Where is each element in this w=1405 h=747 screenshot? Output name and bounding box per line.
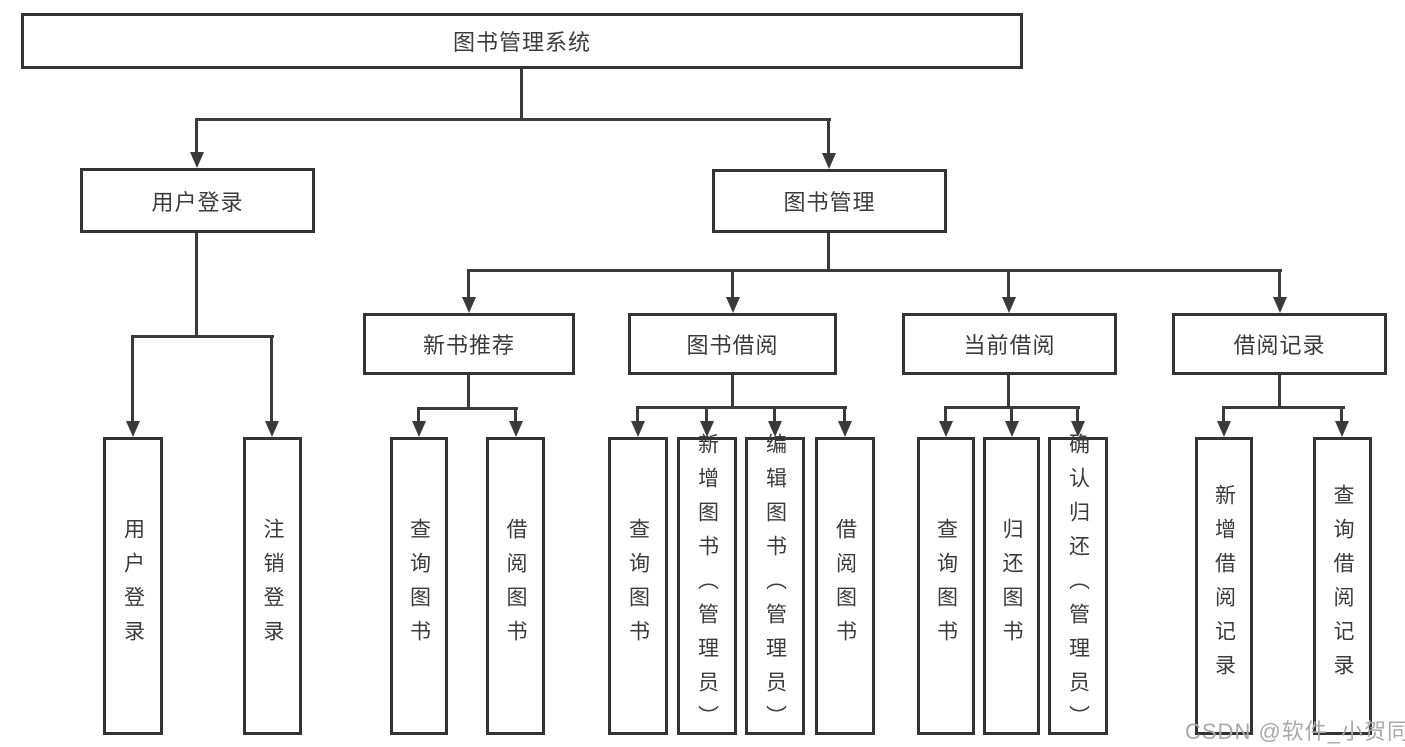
node-new-books: 新书推荐 (363, 313, 575, 375)
arrow-down-icon (509, 421, 523, 437)
connector-line (1222, 406, 1225, 423)
connector-line (1010, 406, 1013, 423)
leaf-borrow-borrow-label: 借阅图书 (833, 518, 857, 654)
connector-line (636, 406, 639, 423)
connector-line (417, 407, 420, 423)
arrow-down-icon (822, 153, 836, 169)
connector-line (1007, 375, 1010, 408)
connector-line (131, 335, 274, 338)
arrow-down-icon (462, 297, 476, 313)
node-book-mgmt: 图书管理 (712, 169, 947, 233)
leaf-current-query-label: 查询图书 (934, 518, 958, 654)
leaf-borrow-query-label: 查询图书 (626, 518, 650, 654)
node-borrow-records: 借阅记录 (1172, 313, 1387, 375)
leaf-records-query-label: 查询借阅记录 (1331, 484, 1354, 688)
arrow-down-icon (1002, 297, 1016, 313)
connector-line (827, 118, 830, 155)
connector-line (773, 406, 776, 423)
connector-line (467, 269, 1282, 272)
connector-line (636, 406, 847, 409)
leaf-current-confirm-label: 确认归还（管理员） (1066, 433, 1090, 739)
leaf-borrow-add: 新增图书（管理员） (677, 433, 737, 739)
node-user-login-label: 用户登录 (151, 189, 244, 215)
connector-line (1340, 406, 1343, 423)
arrow-down-icon (1217, 421, 1231, 437)
node-current-borrow: 当前借阅 (902, 313, 1117, 375)
connector-line (1222, 406, 1345, 409)
node-root-label: 图书管理系统 (452, 30, 591, 55)
arrow-down-icon (939, 421, 953, 437)
connector-line (131, 335, 134, 421)
connector-line (705, 406, 708, 423)
connector-line (467, 269, 470, 299)
node-current-borrow-label: 当前借阅 (963, 333, 1056, 358)
connector-line (731, 269, 734, 299)
leaf-records-add: 新增借阅记录 (1195, 437, 1253, 735)
arrow-down-icon (126, 421, 140, 437)
leaf-current-return-label: 归还图书 (1000, 518, 1023, 654)
connector-line (1076, 406, 1079, 423)
node-user-login: 用户登录 (80, 168, 315, 233)
connector-line (514, 407, 517, 423)
leaf-borrow-borrow: 借阅图书 (815, 437, 875, 735)
connector-line (417, 407, 518, 410)
leaf-newbooks-borrow-label: 借阅图书 (504, 518, 527, 654)
leaf-newbooks-query-label: 查询图书 (407, 518, 431, 654)
node-book-borrow-label: 图书借阅 (686, 333, 779, 358)
node-borrow-records-label: 借阅记录 (1233, 333, 1326, 358)
connector-line (944, 406, 947, 423)
arrow-down-icon (631, 421, 645, 437)
arrow-down-icon (1071, 421, 1085, 437)
connector-line (520, 67, 523, 121)
leaf-borrow-edit: 编辑图书（管理员） (745, 433, 805, 739)
connector-line (1007, 269, 1010, 299)
connector-line (467, 375, 470, 410)
leaf-newbooks-borrow: 借阅图书 (486, 437, 545, 735)
node-new-books-label: 新书推荐 (422, 333, 515, 358)
arrow-down-icon (265, 421, 279, 437)
node-root: 图书管理系统 (21, 13, 1023, 69)
arrow-down-icon (1005, 421, 1019, 437)
leaf-user-login: 用户登录 (103, 437, 163, 735)
arrow-down-icon (1335, 421, 1349, 437)
leaf-newbooks-query: 查询图书 (390, 437, 448, 735)
leaf-current-return: 归还图书 (983, 437, 1040, 735)
leaf-logout-label: 注销登录 (261, 518, 284, 654)
arrow-down-icon (1273, 297, 1287, 313)
watermark: CSDN @软件_小贺同学 (1185, 719, 1405, 744)
node-book-mgmt-label: 图书管理 (783, 190, 876, 215)
arrow-down-icon (768, 421, 782, 437)
leaf-user-login-label: 用户登录 (121, 518, 145, 654)
node-book-borrow: 图书借阅 (628, 313, 837, 375)
connector-line (1278, 375, 1281, 408)
leaf-borrow-add-label: 新增图书（管理员） (695, 433, 719, 739)
connector-line (731, 375, 734, 408)
leaf-borrow-query: 查询图书 (608, 437, 668, 735)
arrow-down-icon (838, 421, 852, 437)
connector-line (843, 406, 846, 423)
connector-line (195, 118, 198, 154)
arrow-down-icon (726, 297, 740, 313)
connector-line (827, 233, 830, 272)
leaf-current-query: 查询图书 (917, 437, 975, 735)
connector-line (195, 233, 198, 338)
leaf-records-query: 查询借阅记录 (1313, 437, 1372, 735)
leaf-records-add-label: 新增借阅记录 (1212, 484, 1236, 688)
leaf-logout: 注销登录 (243, 437, 302, 735)
arrow-down-icon (190, 152, 204, 168)
connector-line (1278, 269, 1281, 299)
arrow-down-icon (700, 421, 714, 437)
leaf-current-confirm: 确认归还（管理员） (1048, 433, 1108, 739)
leaf-borrow-edit-label: 编辑图书（管理员） (763, 433, 787, 739)
connector-line (195, 118, 831, 121)
arrow-down-icon (412, 421, 426, 437)
connector-line (270, 335, 273, 421)
